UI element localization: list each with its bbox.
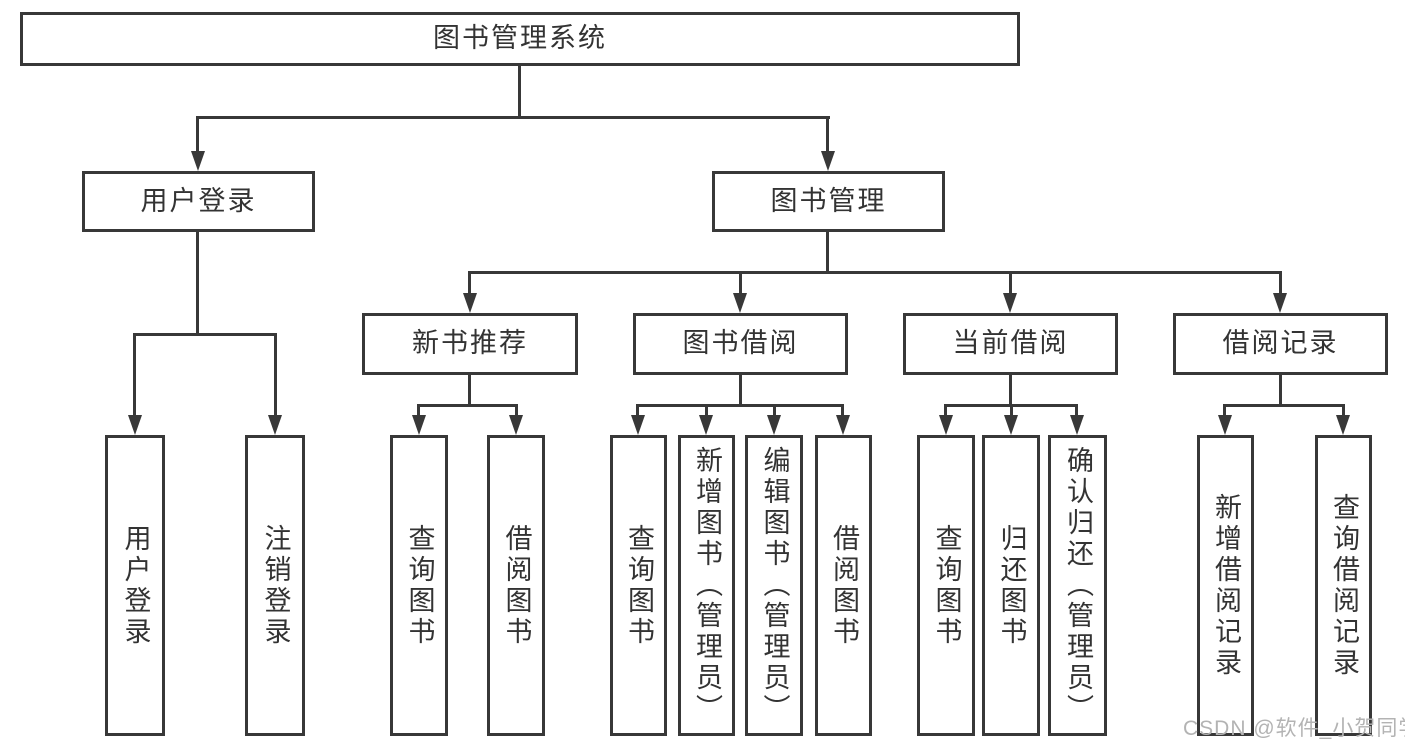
- node-user-login: 用户登录: [82, 171, 315, 232]
- node-leaf-query-book-borrowing: 查询图书: [610, 435, 667, 736]
- arrow-down-icon: [631, 415, 645, 435]
- arrow-down-icon: [1003, 293, 1017, 313]
- node-leaf-add-borrow-record: 新增借阅记录: [1197, 435, 1254, 736]
- connector-line: [1009, 374, 1012, 407]
- node-library-management-system: 图书管理系统: [20, 12, 1020, 66]
- arrow-down-icon: [767, 415, 781, 435]
- connector-line: [636, 404, 844, 407]
- arrow-down-icon: [1218, 415, 1232, 435]
- node-book-borrowing: 图书借阅: [633, 313, 848, 375]
- node-leaf-return-book: 归还图书: [982, 435, 1040, 736]
- arrow-down-icon: [699, 415, 713, 435]
- arrow-down-icon: [1070, 415, 1084, 435]
- arrow-down-icon: [1004, 415, 1018, 435]
- connector-line: [944, 404, 947, 418]
- node-leaf-user-login: 用户登录: [105, 435, 165, 736]
- connector-line: [826, 116, 829, 154]
- connector-line: [826, 232, 829, 274]
- arrow-down-icon: [939, 415, 953, 435]
- connector-line: [518, 64, 521, 118]
- node-leaf-confirm-return-admin: 确认归还（管理员）: [1048, 435, 1107, 736]
- node-new-book-recommend: 新书推荐: [362, 313, 578, 375]
- arrow-down-icon: [733, 293, 747, 313]
- connector-line: [417, 404, 518, 407]
- connector-line: [1223, 404, 1344, 407]
- connector-line: [1279, 374, 1282, 407]
- connector-line: [417, 404, 420, 418]
- arrow-down-icon: [128, 415, 142, 435]
- connector-line: [196, 116, 199, 154]
- connector-line: [196, 232, 199, 336]
- node-leaf-query-book-current: 查询图书: [917, 435, 975, 736]
- connector-line: [1279, 271, 1282, 296]
- node-leaf-edit-book-admin: 编辑图书（管理员）: [745, 435, 803, 736]
- connector-line: [468, 271, 471, 296]
- arrow-down-icon: [1273, 293, 1287, 313]
- arrow-down-icon: [821, 151, 835, 171]
- connector-line: [705, 404, 708, 418]
- node-leaf-add-book-admin: 新增图书（管理员）: [678, 435, 735, 736]
- connector-line: [1075, 404, 1078, 418]
- arrow-down-icon: [836, 415, 850, 435]
- csdn-watermark: CSDN @软件_小贺同学: [1183, 717, 1405, 740]
- arrow-down-icon: [268, 415, 282, 435]
- node-borrowing-records: 借阅记录: [1173, 313, 1388, 375]
- arrow-down-icon: [412, 415, 426, 435]
- connector-line: [739, 271, 742, 296]
- node-leaf-logout: 注销登录: [245, 435, 305, 736]
- arrow-down-icon: [191, 151, 205, 171]
- arrow-down-icon: [463, 293, 477, 313]
- arrow-down-icon: [509, 415, 523, 435]
- connector-line: [841, 404, 844, 418]
- connector-line: [1010, 404, 1013, 418]
- node-leaf-borrow-book-recommend: 借阅图书: [487, 435, 545, 736]
- connector-line: [773, 404, 776, 418]
- connector-line: [274, 333, 277, 418]
- connector-line: [515, 404, 518, 418]
- connector-line: [1342, 404, 1345, 418]
- connector-line: [133, 333, 277, 336]
- connector-line: [468, 271, 1282, 274]
- node-leaf-query-borrow-record: 查询借阅记录: [1315, 435, 1372, 736]
- arrow-down-icon: [1336, 415, 1350, 435]
- connector-line: [739, 374, 742, 407]
- connector-line: [133, 333, 136, 418]
- connector-line: [1009, 271, 1012, 296]
- connector-line: [196, 116, 830, 119]
- node-current-borrowing: 当前借阅: [903, 313, 1118, 375]
- connector-line: [468, 374, 471, 407]
- node-book-management: 图书管理: [712, 171, 945, 232]
- connector-line: [636, 404, 639, 418]
- node-leaf-query-book-recommend: 查询图书: [390, 435, 448, 736]
- node-leaf-borrow-book: 借阅图书: [815, 435, 872, 736]
- connector-line: [1223, 404, 1226, 418]
